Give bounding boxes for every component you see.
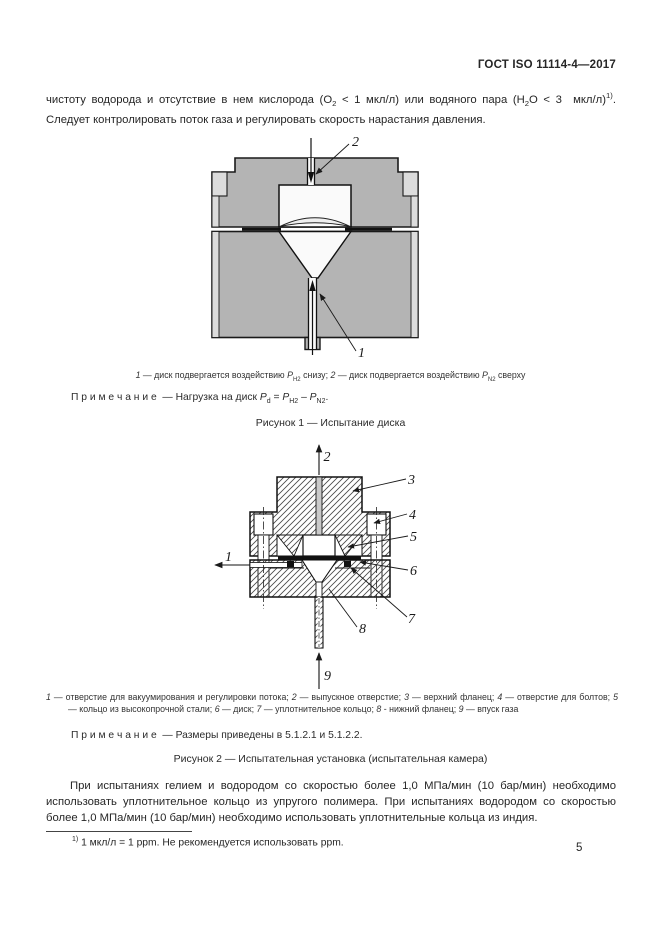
- figure-1-svg: 2 1: [211, 135, 419, 361]
- figure-1-drawing: 2 1: [185, 130, 440, 365]
- figure-2-svg: 2 1 3 4 5 6 7 8 9: [214, 444, 417, 689]
- figure-2-drawing: 2 1 3 4 5 6 7 8 9: [180, 437, 440, 692]
- footnote-rule: [46, 831, 192, 832]
- bulged-disk-lens: [279, 217, 351, 227]
- intro-paragraph: чистоту водорода и отсутствие в нем кисл…: [46, 91, 616, 127]
- callout-2-leader: [315, 143, 350, 175]
- gas-top-arrowhead: [307, 172, 315, 183]
- upper-right-tab: [402, 171, 419, 197]
- document-id-header: ГОСТ ISO 11114-4—2017: [477, 59, 616, 71]
- callout-4-leader: [373, 513, 408, 525]
- o-ring-right: [344, 561, 351, 567]
- upper-right-strip: [410, 195, 419, 228]
- callout-2-label: 2: [352, 135, 359, 150]
- page-number: 5: [576, 842, 583, 854]
- callout-5-label: 5: [410, 530, 417, 545]
- callout-8-leader: [328, 588, 358, 628]
- callout-5-leader: [347, 535, 409, 549]
- callout-1-label: 1: [225, 550, 232, 565]
- callout-6-label: 6: [410, 564, 417, 579]
- figure-1-caption: 1 — диск подвергается воздействию PH2 сн…: [135, 370, 526, 383]
- disk: [278, 556, 361, 560]
- callout-3-leader: [352, 478, 407, 493]
- callout-8-label: 8: [359, 622, 366, 637]
- gas-in-arrowhead: [309, 280, 316, 291]
- lower-tube-channel: [315, 581, 323, 598]
- figure-2-title: Рисунок 2 — Испытательная установка (исп…: [173, 753, 488, 765]
- callout-7-label: 7: [408, 612, 416, 627]
- body-paragraph: При испытаниях гелием и водородом со ско…: [46, 780, 616, 824]
- cone-cavity: [277, 230, 353, 279]
- ring-center-block: [302, 534, 336, 557]
- outlet-channel: [315, 476, 323, 536]
- callout-7-leader: [350, 567, 408, 618]
- callout-1-label: 1: [358, 346, 365, 361]
- callout-4-label: 4: [409, 508, 416, 523]
- footnote: 1) 1 мкл/л = 1 ppm. Не рекомендуется исп…: [72, 836, 344, 849]
- lower-right-strip: [410, 231, 419, 338]
- upper-left-tab: [211, 171, 228, 197]
- callout-3-label: 3: [407, 473, 415, 488]
- callout-1-leader: [319, 293, 357, 352]
- upper-left-strip: [211, 195, 220, 228]
- figure-1-title: Рисунок 1 — Испытание диска: [255, 417, 406, 429]
- o-ring-left: [287, 561, 294, 567]
- vacuum-channel: [249, 562, 303, 568]
- figure-2-note: П р и м е ч а н и е — Размеры приведены …: [71, 730, 363, 741]
- figure-2-legend: 1 — отверстие для вакуумирования и регул…: [46, 692, 618, 714]
- callout-6-leader: [359, 560, 409, 571]
- callout-9-label: 9: [324, 669, 331, 684]
- lower-left-strip: [211, 231, 220, 338]
- figure-1-note: П р и м е ч а н и е — Нагрузка на диск P…: [71, 392, 329, 406]
- ring-left: [276, 534, 304, 557]
- callout-2-label: 2: [324, 450, 331, 465]
